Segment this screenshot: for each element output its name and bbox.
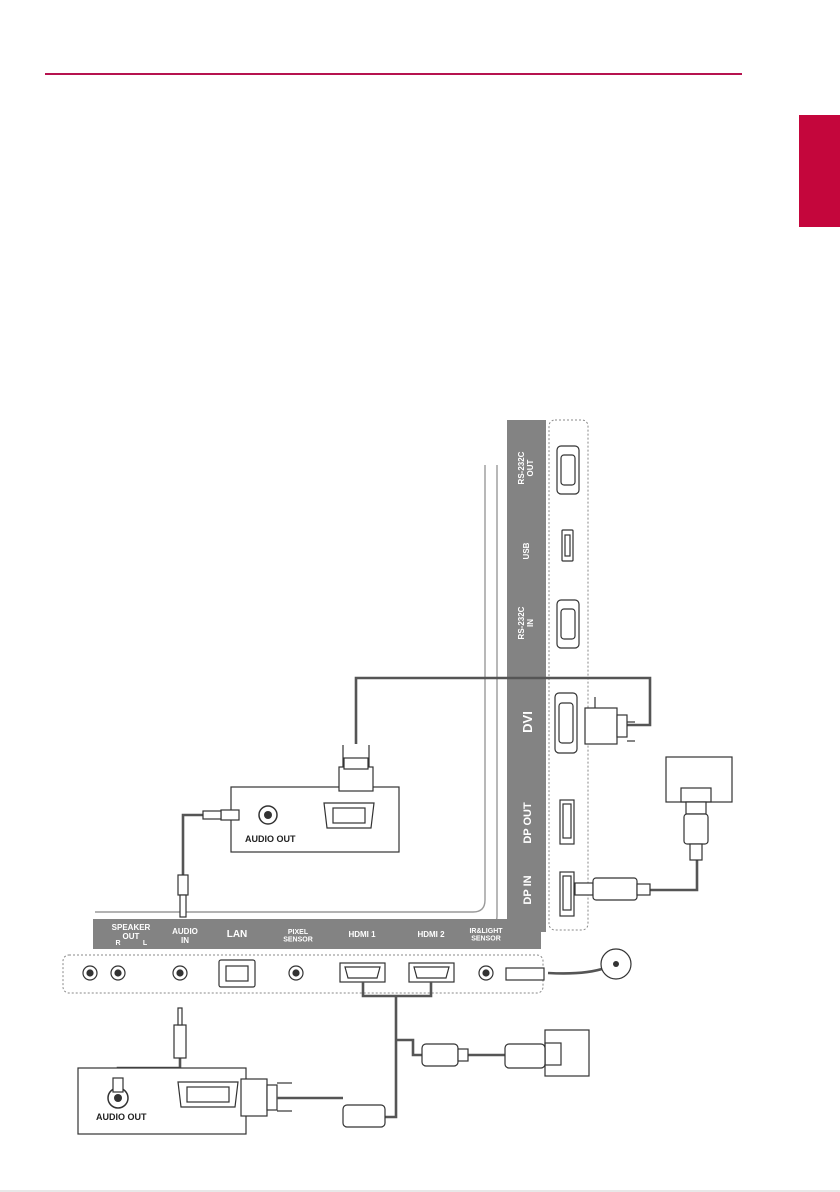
side-port-tray <box>549 420 588 930</box>
dvi-label: DVI <box>520 711 535 733</box>
dvi-port <box>555 693 577 753</box>
audio-plug-top <box>203 810 239 820</box>
dp-out-label: DP OUT <box>522 802 534 844</box>
hdmi2-port <box>409 963 454 982</box>
dp-cable <box>650 860 697 890</box>
hdmi-cable-trunk <box>385 996 396 1117</box>
audio-in-port <box>173 966 187 980</box>
rs232c-out-port <box>557 446 579 494</box>
hdmi1-label: HDMI 1 <box>348 930 376 939</box>
dp-in-port <box>560 872 574 916</box>
dvi-plug-side <box>585 697 635 744</box>
hdmi2-label: HDMI 2 <box>417 930 445 939</box>
speaker-r-port <box>83 966 97 980</box>
dp-source-device <box>666 757 732 860</box>
lan-label: LAN <box>227 929 248 940</box>
ir-sensor <box>506 949 631 980</box>
dp-out-port <box>560 800 574 844</box>
usb-label: USB <box>522 542 531 559</box>
device-top: AUDIO OUT <box>203 745 399 852</box>
hdmi-plug-branch <box>422 1044 468 1066</box>
speaker-r-label: R <box>115 940 120 947</box>
hdmi1-port <box>340 963 385 982</box>
audio-cable-top <box>183 815 212 875</box>
side-ports <box>555 446 579 916</box>
pixel-sensor-port <box>289 966 303 980</box>
hdmi-plug-bottom-device <box>343 1105 385 1127</box>
ir-sensor-port <box>479 966 493 980</box>
rs232c-in-port <box>557 600 579 648</box>
lan-port <box>219 960 255 987</box>
audio-out-label-bottom: AUDIO OUT <box>96 1112 147 1122</box>
speaker-l-port <box>111 966 125 980</box>
speaker-l-label: L <box>143 940 148 947</box>
hdmi-source-device <box>505 1030 589 1076</box>
hdmi-cable-2 <box>396 982 431 996</box>
dvi-plug-top <box>339 745 373 791</box>
ir-sensor-cable <box>548 968 605 973</box>
dp-plug-side <box>575 878 650 900</box>
dp-in-label: DP IN <box>522 875 534 904</box>
audio-out-label-top: AUDIO OUT <box>245 834 296 844</box>
device-bottom: AUDIO OUT <box>78 1068 385 1134</box>
side-panel <box>507 420 546 932</box>
usb-port <box>562 530 573 561</box>
monitor-outline <box>95 465 497 926</box>
audio-plug-bottom <box>113 1078 123 1092</box>
hdmi-cable-1 <box>363 982 396 996</box>
